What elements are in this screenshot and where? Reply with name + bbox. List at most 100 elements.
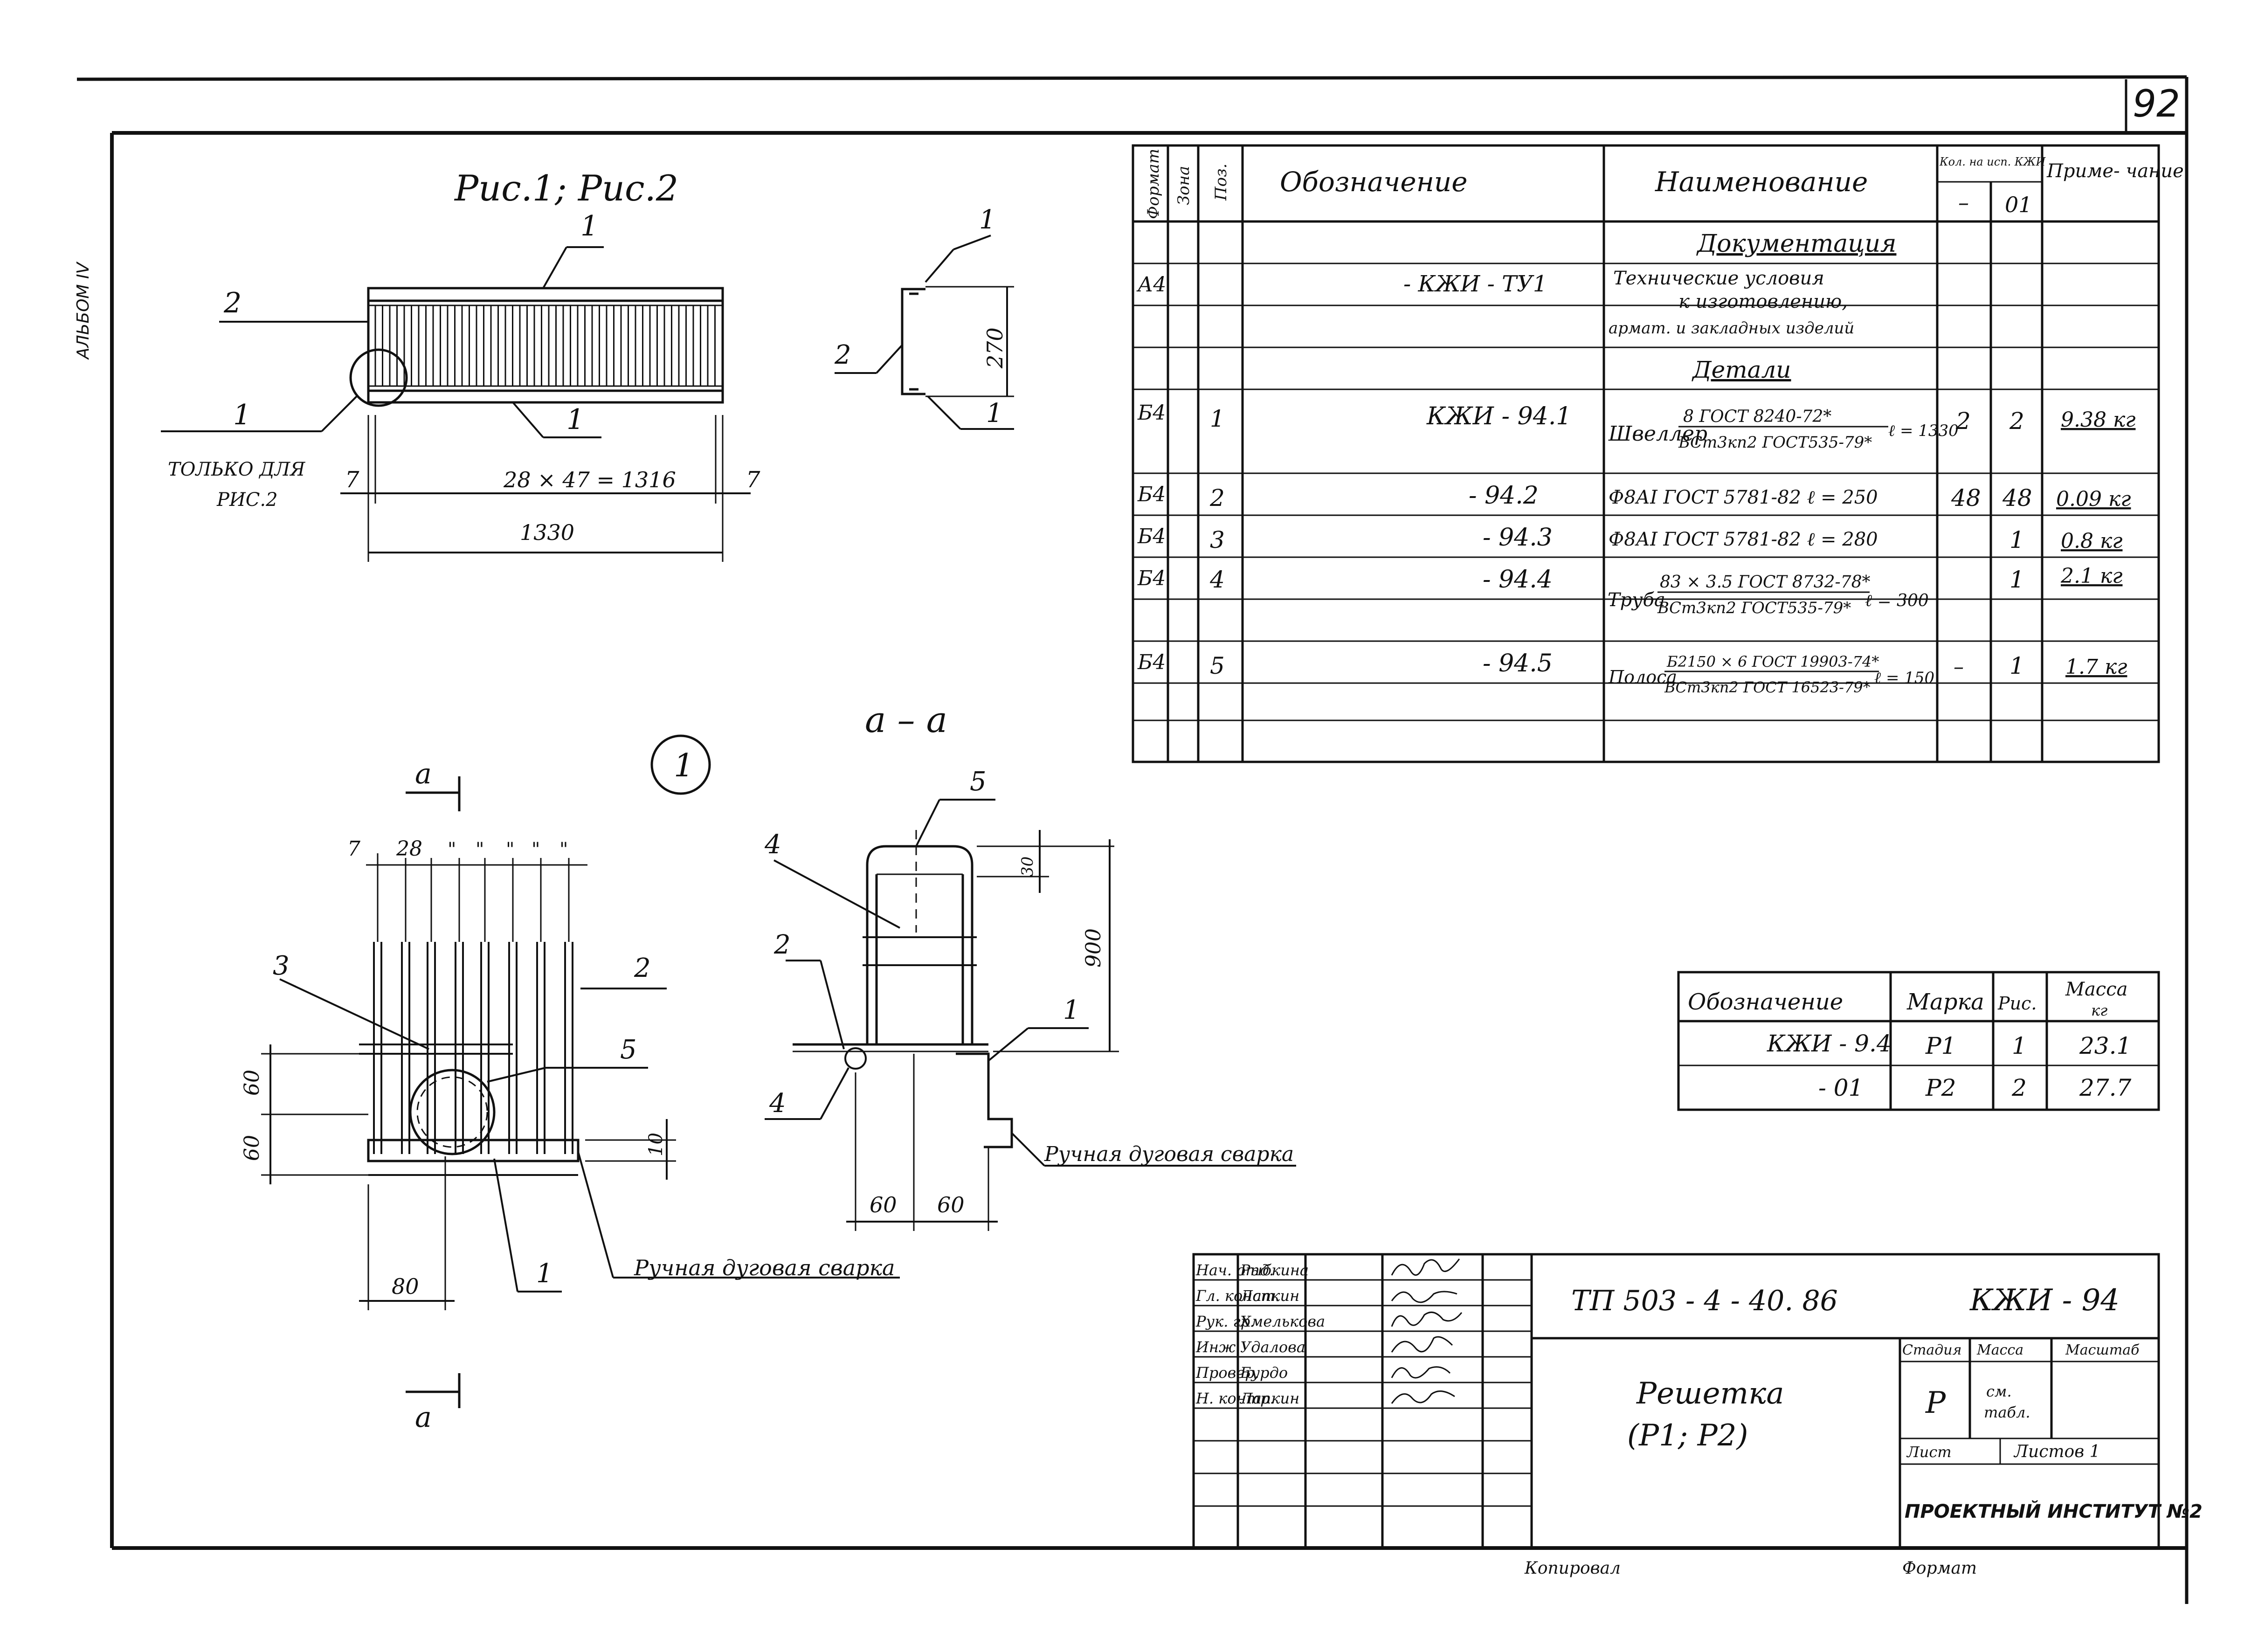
- svg-text:2: 2: [1209, 484, 1225, 511]
- svg-text:3: 3: [1210, 526, 1225, 553]
- svg-text:Бурдо: Бурдо: [1240, 1364, 1288, 1382]
- svg-text:Инж.: Инж.: [1195, 1338, 1241, 1356]
- svg-text:4: 4: [1209, 566, 1225, 593]
- node-label-1: 1: [536, 1258, 553, 1289]
- doc-code: КЖИ - 94: [1969, 1283, 2120, 1318]
- signature-rows: Нач. отд. Рыбкина Гл. конст. Лапкин Рук.…: [1195, 1258, 1463, 1407]
- spec-section-docs: Документация: [1696, 230, 1896, 258]
- spec-header-note: Приме- чание: [2046, 160, 2184, 182]
- svg-text:23.1: 23.1: [2079, 1032, 2131, 1059]
- svg-text:0.8 кг: 0.8 кг: [2061, 529, 2122, 553]
- svg-text:1: 1: [2009, 652, 2024, 679]
- fig-label-1-top: 1: [580, 210, 598, 242]
- mass-row-2: - 01 Р2 2 27.7: [1818, 1074, 2132, 1101]
- page-number: 92: [2133, 82, 2180, 125]
- only-for-note: ТОЛЬКО ДЛЯ: [168, 459, 305, 480]
- svg-text:48: 48: [2002, 484, 2032, 511]
- node-label-5: 5: [620, 1035, 637, 1065]
- spec-row-2: Б4 2 - 94.2 Ф8АI ГОСТ 5781-82 ℓ = 250 48…: [1137, 482, 2131, 511]
- spec-header-zone: Зона: [1174, 166, 1193, 205]
- svg-text:27.7: 27.7: [2079, 1074, 2132, 1101]
- mass-value-2: табл.: [1984, 1403, 2030, 1421]
- institute-name: ПРОЕКТНЫЙ ИНСТИТУТ №2: [1905, 1500, 2203, 1522]
- svg-text:9.38 кг: 9.38 кг: [2061, 408, 2135, 432]
- spec-header-qty-dash: –: [1958, 190, 1969, 215]
- fig-label-2: 2: [223, 287, 242, 319]
- spec-row-4: Б4 4 - 94.4 Труба 83 × 3.5 ГОСТ 8732-78*…: [1137, 564, 2122, 617]
- svg-text:- 94.5: - 94.5: [1483, 650, 1553, 677]
- figure-title: Рис.1; Рис.2: [454, 167, 678, 209]
- mass-header-fig: Рис.: [1997, 993, 2037, 1014]
- svg-text:Хмелькова: Хмелькова: [1239, 1313, 1325, 1330]
- spec-header-qty-01: 01: [2005, 192, 2032, 217]
- svg-text:2: 2: [2009, 408, 2024, 435]
- footer-copied: Копировал: [1524, 1559, 1621, 1578]
- fig-label-1-left: 1: [233, 399, 251, 431]
- spec-section-details: Детали: [1692, 356, 1791, 383]
- svg-text:- 94.4: - 94.4: [1483, 566, 1553, 594]
- project-code: ТП 503 - 4 - 40. 86: [1571, 1285, 1838, 1317]
- svg-text:Р1: Р1: [1925, 1032, 1956, 1059]
- svg-text:2.1 кг: 2.1 кг: [2060, 564, 2122, 588]
- sheets-label: Листов 1: [2013, 1442, 2100, 1461]
- node-dim-ditto: ": [476, 839, 484, 860]
- mass-header-designation: Обозначение: [1688, 989, 1843, 1015]
- spec-header-designation: Обозначение: [1280, 166, 1468, 198]
- svg-text:83 × 3.5 ГОСТ 8732-78*: 83 × 3.5 ГОСТ 8732-78*: [1660, 573, 1871, 592]
- section-aa-title: а – а: [865, 699, 947, 740]
- channel-section: [835, 235, 1014, 430]
- grating-plan-view: [161, 246, 751, 562]
- doc-row-name-1: Технические условия: [1613, 268, 1824, 289]
- welding-note-1: Ручная дуговая сварка: [634, 1255, 895, 1280]
- mass-header-mark: Марка: [1906, 989, 1984, 1015]
- node-dim-60-upper: 60: [240, 1070, 264, 1096]
- svg-text:1: 1: [1210, 405, 1225, 432]
- aa-label-4-top: 4: [764, 829, 781, 860]
- svg-text:- 94.3: - 94.3: [1483, 524, 1553, 552]
- node-dim-ditto: ": [506, 839, 514, 860]
- svg-text:ℓ = 150: ℓ = 150: [1874, 669, 1934, 687]
- drawing-title: Решетка: [1636, 1376, 1784, 1411]
- title-block: [1192, 1253, 2160, 1549]
- svg-text:Р2: Р2: [1925, 1074, 1956, 1101]
- node-dim-ditto: ": [559, 839, 568, 860]
- svg-text:ВСт3кп2 ГОСТ535-79*: ВСт3кп2 ГОСТ535-79*: [1678, 433, 1872, 452]
- svg-text:ВСт3кп2 ГОСТ 16523-79*: ВСт3кп2 ГОСТ 16523-79*: [1664, 678, 1871, 696]
- spec-row-3: Б4 3 - 94.3 Ф8АI ГОСТ 5781-82 ℓ = 280 1 …: [1137, 524, 2122, 553]
- svg-text:Б4: Б4: [1137, 567, 1166, 590]
- node-1-detail: 1: [240, 734, 900, 1434]
- doc-row-designation: - КЖИ - ТУ1: [1403, 271, 1547, 297]
- footer-format: Формат: [1902, 1559, 1977, 1578]
- svg-text:1.7 кг: 1.7 кг: [2065, 655, 2127, 679]
- node-dim-7: 7: [347, 837, 360, 861]
- node-dim-28: 28: [396, 837, 422, 861]
- dim-1330: 1330: [520, 520, 574, 545]
- svg-text:ℓ = 300: ℓ = 300: [1865, 591, 1929, 610]
- node-dim-ditto: ": [532, 839, 540, 860]
- dim-7-right: 7: [746, 467, 760, 493]
- aa-label-1: 1: [1063, 995, 1080, 1025]
- aa-dim-60-left: 60: [870, 1192, 897, 1217]
- node-dim-60-lower: 60: [240, 1135, 264, 1161]
- section-mark-top: а: [415, 758, 432, 790]
- doc-row-name-3: армат. и закладных изделий: [1609, 319, 1854, 338]
- svg-text:1: 1: [2012, 1032, 2027, 1059]
- svg-text:2: 2: [2011, 1074, 2027, 1101]
- svg-text:- 01: - 01: [1818, 1074, 1863, 1101]
- svg-text:Б4: Б4: [1137, 401, 1166, 425]
- mass-table: [1677, 971, 2160, 1111]
- svg-text:Ф8АI ГОСТ 5781-82 ℓ = 280: Ф8АI ГОСТ 5781-82 ℓ = 280: [1609, 529, 1878, 550]
- dim-7-left: 7: [345, 467, 359, 493]
- spec-table: [1132, 144, 2160, 763]
- aa-dim-30: 30: [1018, 857, 1037, 877]
- section-mark-bottom: а: [415, 1401, 432, 1434]
- spec-header-format: Формат: [1144, 149, 1163, 219]
- only-for-fig: РИС.2: [216, 489, 278, 511]
- svg-text:Полоса: Полоса: [1608, 667, 1677, 687]
- node-1-label: 1: [674, 747, 694, 784]
- aa-dim-60-right: 60: [937, 1192, 965, 1217]
- svg-text:Удалова: Удалова: [1240, 1338, 1305, 1356]
- svg-text:1: 1: [2009, 566, 2024, 593]
- svg-text:КЖИ - 94.1: КЖИ - 94.1: [1426, 402, 1571, 430]
- svg-text:48: 48: [1951, 484, 1981, 511]
